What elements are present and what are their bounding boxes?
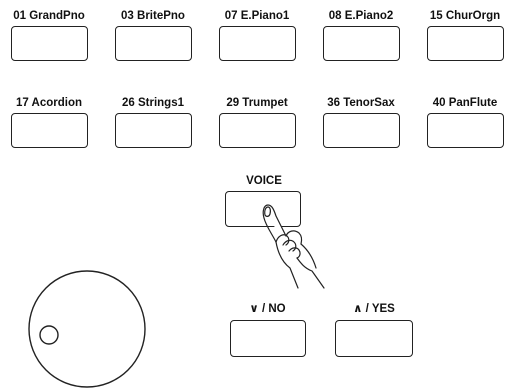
preset-label-36-tenorsax: 36 TenorSax xyxy=(327,97,395,109)
preset-label-07-epiano1: 07 E.Piano1 xyxy=(224,10,290,22)
preset-button-07-epiano1[interactable] xyxy=(219,26,296,61)
pointing-hand-icon xyxy=(262,204,325,289)
preset-button-29-trumpet[interactable] xyxy=(219,113,296,148)
preset-button-40-panflute[interactable] xyxy=(427,113,504,148)
yes-button[interactable] xyxy=(335,320,413,357)
preset-label-01-grandpno: 01 GrandPno xyxy=(13,10,85,22)
preset-label-08-epiano2: 08 E.Piano2 xyxy=(328,10,394,22)
preset-label-17-acordion: 17 Acordion xyxy=(15,97,83,109)
preset-button-01-grandpno[interactable] xyxy=(11,26,88,61)
voice-label: VOICE xyxy=(246,175,282,187)
preset-button-15-churorgn[interactable] xyxy=(427,26,504,61)
preset-button-08-epiano2[interactable] xyxy=(323,26,400,61)
yes-label: ∧ / YES xyxy=(353,303,395,315)
preset-label-40-panflute: 40 PanFlute xyxy=(432,97,498,109)
voice-button[interactable] xyxy=(225,191,301,227)
preset-button-17-acordion[interactable] xyxy=(11,113,88,148)
dial-ring xyxy=(28,270,146,388)
no-button[interactable] xyxy=(230,320,306,357)
preset-label-29-trumpet: 29 Trumpet xyxy=(226,97,288,109)
no-label: ∨ / NO xyxy=(249,303,286,315)
preset-button-26-strings1[interactable] xyxy=(115,113,192,148)
preset-button-03-britepno[interactable] xyxy=(115,26,192,61)
dial-grip-indent xyxy=(39,325,59,345)
preset-label-15-churorgn: 15 ChurOrgn xyxy=(429,10,501,22)
data-dial-knob[interactable] xyxy=(25,267,149,388)
preset-label-03-britepno: 03 BritePno xyxy=(121,10,185,22)
preset-button-36-tenorsax[interactable] xyxy=(323,113,400,148)
preset-label-26-strings1: 26 Strings1 xyxy=(122,97,184,109)
